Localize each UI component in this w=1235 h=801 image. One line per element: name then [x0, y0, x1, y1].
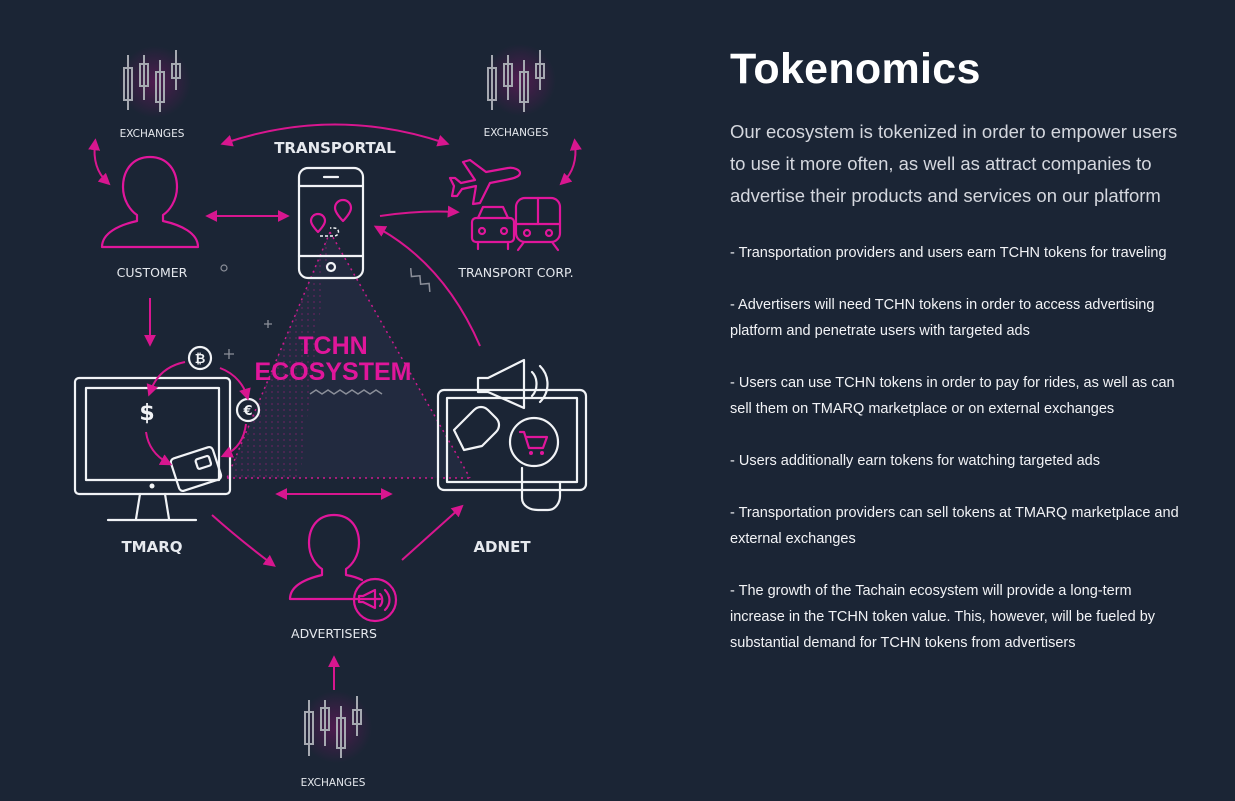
squiggle-decoration [309, 389, 383, 395]
intro-paragraph: Our ecosystem is tokenized in order to e… [730, 120, 1178, 206]
decor-plus [264, 320, 272, 328]
page-title: Tokenomics [730, 45, 981, 93]
exchanges-label-right: EXCHANGES [484, 127, 549, 139]
list-item: - Transportation providers can sell toke… [730, 504, 1179, 547]
transport-corp-vehicles-icon [448, 158, 562, 252]
exchanges-candlestick-icon-right [484, 44, 556, 116]
list-item: - Transportation providers and users ear… [730, 244, 1167, 261]
svg-text:$: $ [139, 401, 154, 426]
customer-person-icon [100, 155, 200, 249]
decor-dot [220, 264, 228, 272]
exchanges-label-bottom: EXCHANGES [301, 777, 366, 789]
tokenomics-points-list: - Transportation providers and users ear… [730, 240, 1180, 656]
ecosystem-title-line1: TCHN [298, 332, 367, 360]
list-item: - Users additionally earn tokens for wat… [730, 452, 1100, 469]
ecosystem-title-line2: ECOSYSTEM [255, 358, 412, 386]
transport-corp-label: TRANSPORT CORP. [457, 265, 573, 280]
exchanges-candlestick-icon [119, 46, 191, 118]
list-item: - Users can use TCHN tokens in order to … [730, 374, 1175, 417]
transportal-label: TRANSPORTAL [274, 139, 396, 157]
decor-plus-2 [224, 349, 234, 359]
advertisers-label: ADVERTISERS [291, 626, 377, 641]
customer-label: CUSTOMER [117, 265, 188, 280]
adnet-tablet-icon [436, 358, 588, 512]
tmarq-monitor-icon: ₿ € $ [73, 345, 261, 522]
squiggle-decoration-2 [409, 268, 431, 293]
tchn-ecosystem-diagram: TCHN ECOSYSTEM EXCHANGES EXCHANGES EXCHA… [73, 44, 588, 789]
transportal-phone-icon [297, 166, 365, 280]
adnet-label: ADNET [473, 538, 531, 556]
svg-text:₿: ₿ [195, 352, 206, 367]
exchanges-candlestick-icon-bottom [300, 691, 372, 763]
tmarq-label: TMARQ [121, 538, 182, 556]
flow-arrows [88, 123, 582, 690]
tokenomics-text-column: Tokenomics Our ecosystem is tokenized in… [730, 44, 1180, 682]
exchanges-label-left: EXCHANGES [120, 128, 185, 140]
list-item: - The growth of the Tachain ecosystem wi… [730, 582, 1156, 651]
advertisers-person-icon [288, 513, 398, 623]
list-item: - Advertisers will need TCHN tokens in o… [730, 296, 1155, 339]
svg-text:€: € [242, 404, 252, 419]
